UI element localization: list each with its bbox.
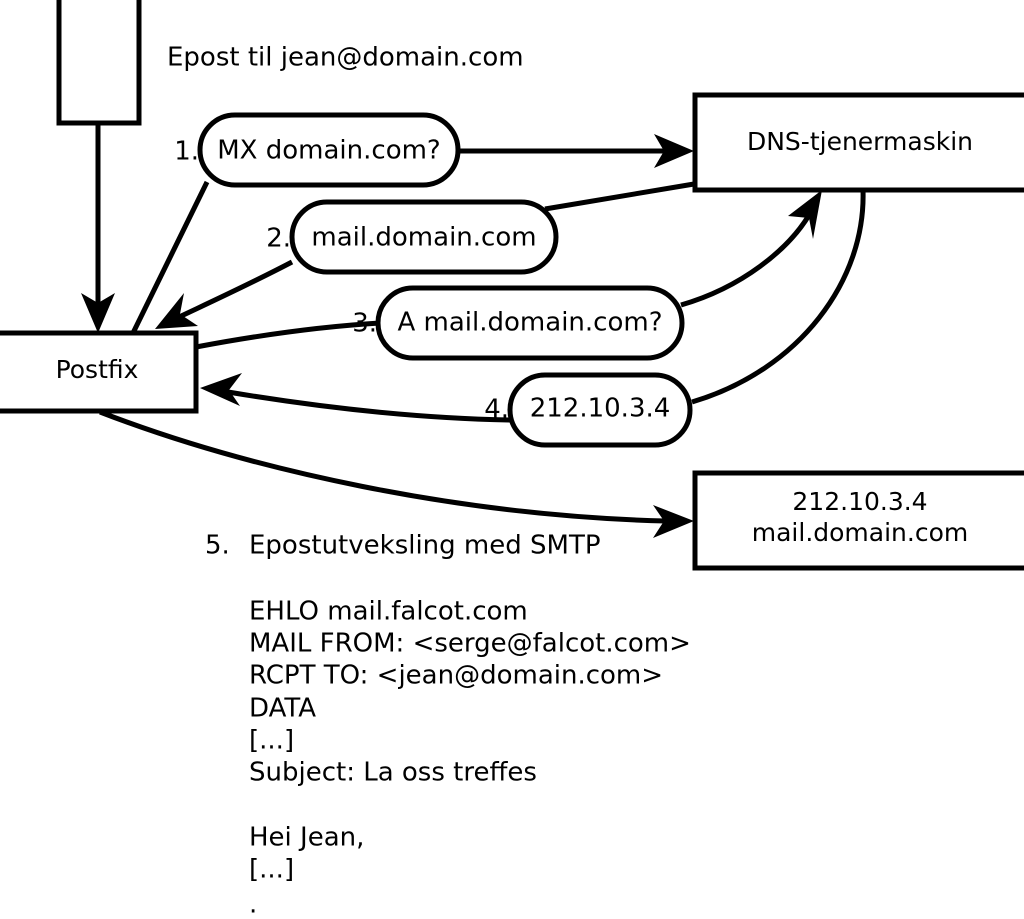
- smtp-line-3: DATA: [249, 694, 316, 724]
- node-postfix-box[interactable]: Postfix: [0, 330, 199, 414]
- smtp-line-4: [...]: [249, 726, 294, 756]
- node-dns-label: DNS-tjenermaskin: [747, 127, 973, 156]
- step-2-number: 2.: [266, 224, 291, 254]
- edge-dns-to-step2: [544, 181, 695, 212]
- edge-postfix-to-step1: [130, 180, 210, 335]
- step-1-label: MX domain.com?: [217, 136, 440, 166]
- step-5-label: Epostutveksling med SMTP: [249, 531, 601, 561]
- smtp-line-1: MAIL FROM: <serge@falcot.com>: [249, 629, 691, 659]
- smtp-line-8: [...]: [249, 855, 294, 885]
- smtp-line-5: Subject: La oss treffes: [249, 758, 537, 788]
- node-dns-box[interactable]: DNS-tjenermaskin: [692, 92, 1024, 193]
- step-4[interactable]: 4. 212.10.3.4: [484, 372, 693, 448]
- step-2[interactable]: 2. mail.domain.com: [266, 199, 559, 275]
- edge-postfix-to-step3: [195, 320, 381, 350]
- node-postfix-label: Postfix: [56, 355, 139, 384]
- edge-step5-postfix-to-mailserver: [99, 409, 694, 538]
- smtp-line-0: EHLO mail.falcot.com: [249, 597, 528, 627]
- step-2-label: mail.domain.com: [311, 223, 536, 253]
- node-mailserver-box[interactable]: 212.10.3.4 mail.domain.com: [692, 470, 1024, 571]
- step-3-number: 3.: [352, 309, 377, 339]
- step-1-number: 1.: [174, 137, 199, 167]
- smtp-line-2: RCPT TO: <jean@domain.com>: [249, 661, 663, 691]
- edge-step2-to-postfix: [155, 259, 294, 329]
- step-3[interactable]: 3. A mail.domain.com?: [352, 285, 685, 361]
- caption-epost-til: Epost til jean@domain.com: [167, 43, 524, 73]
- edge-client-to-postfix: [81, 123, 115, 333]
- edge-step1-to-dns: [458, 134, 694, 168]
- node-client-box[interactable]: [56, 0, 142, 126]
- step-1[interactable]: 1. MX domain.com?: [174, 112, 461, 188]
- edge-dns-to-step4: [691, 189, 866, 405]
- step-5-number: 5.: [205, 531, 230, 561]
- edge-step4-to-postfix: [200, 373, 511, 423]
- node-mailserver-label-line2: mail.domain.com: [752, 518, 968, 547]
- smtp-line-7: Hei Jean,: [249, 823, 364, 853]
- smtp-line-9: .: [249, 890, 257, 919]
- step-4-label: 212.10.3.4: [530, 394, 671, 424]
- step-4-number: 4.: [484, 395, 509, 425]
- node-mailserver-label-line1: 212.10.3.4: [792, 487, 927, 516]
- edge-step3-to-dns: [680, 190, 822, 308]
- step-3-label: A mail.domain.com?: [398, 308, 663, 338]
